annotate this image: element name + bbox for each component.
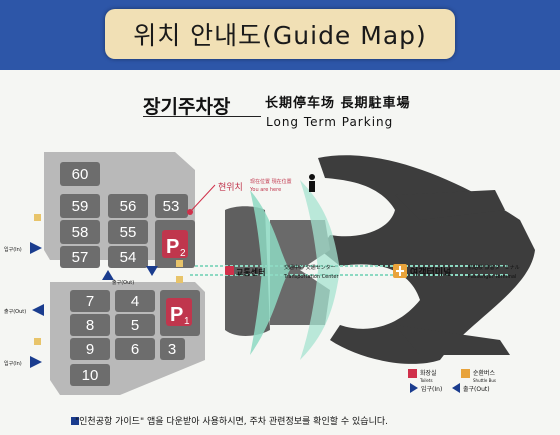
block-7: [70, 290, 110, 312]
p2-number: 2: [180, 248, 186, 259]
legend-in: 입구(In): [421, 385, 442, 393]
in-label-upper: 입구(In): [4, 246, 22, 253]
p1-number: 1: [184, 316, 190, 327]
block-54: [108, 246, 148, 268]
here-sub: 现在位置 現在位置: [250, 178, 292, 185]
header-chinese: 长期停车场 長期駐車場: [265, 96, 411, 111]
block-53: [155, 194, 188, 218]
amenity-marker: [34, 214, 41, 221]
block-4: [115, 290, 155, 312]
terminal-wing-top: [395, 190, 505, 220]
footer-note: "인천공항 가이드" 앱을 다운받아 사용하시면, 주차 관련정보를 확인할 수…: [75, 417, 388, 427]
label-57: 57: [72, 249, 89, 266]
label-58: 58: [72, 224, 89, 241]
p1-letter: P: [170, 304, 183, 326]
bus-icon: [225, 266, 234, 275]
out-arrow-top: [102, 270, 114, 280]
block-3: [160, 338, 185, 360]
transport-en: Transportation Center: [283, 274, 339, 280]
title-banner: 위치 안내도(Guide Map): [105, 9, 455, 59]
label-9: 9: [86, 341, 94, 358]
block-6: [115, 338, 155, 360]
terminal-cn: 航站楼 旅客ターミナル: [468, 264, 520, 271]
map-board: 장기주차장 长期停车场 長期駐車場 Long Term Parking: [0, 70, 560, 435]
label-60: 60: [72, 166, 89, 183]
label-59: 59: [72, 198, 89, 215]
transport-cn: 交通中心 交通センター: [284, 264, 336, 271]
green-arc: [300, 180, 340, 360]
out-label-lower: 출구(Out): [4, 308, 26, 315]
terminal-en: Passenger Terminal: [468, 274, 516, 280]
block-57: [60, 246, 100, 268]
plane-icon: [393, 264, 407, 278]
in-legend-arrow: [410, 383, 418, 393]
block-8: [70, 314, 110, 336]
label-7: 7: [86, 293, 94, 310]
out-label-top: 출구(Out): [112, 279, 134, 286]
terminal-ko: 여객터미널: [410, 266, 451, 278]
here-label: 현위치: [218, 181, 243, 193]
legend-toilet-en: Toilets: [419, 378, 433, 383]
amenity-marker: [176, 260, 183, 267]
terminal-wing-bottom: [395, 325, 510, 355]
block-56: [108, 194, 148, 218]
label-56: 56: [120, 198, 137, 215]
label-3: 3: [168, 341, 176, 358]
header-underline: [143, 116, 261, 117]
parking-map: 60 59 56 53 58 55 57 54 7 4 8 5 9 6 3 10…: [4, 152, 535, 395]
in-arrow-upper: [30, 242, 42, 254]
in-arrow-top: [146, 266, 158, 276]
in-arrow-lower: [30, 356, 42, 368]
p2-badge: [162, 230, 188, 258]
label-55: 55: [120, 224, 137, 241]
person-icon: [309, 174, 315, 192]
amenity-marker: [176, 276, 183, 283]
amenity-marker: [34, 338, 41, 345]
block-55: [108, 220, 148, 244]
p2-letter: P: [166, 236, 179, 258]
legend-shuttle-ko: 순환버스: [473, 369, 496, 377]
in-label-lower: 입구(In): [4, 360, 22, 367]
label-54: 54: [120, 249, 137, 266]
shuttle-icon: [461, 369, 470, 378]
transport-ko: 교통센터: [236, 267, 265, 277]
block-59: [60, 194, 100, 218]
label-10: 10: [82, 367, 99, 384]
block-5: [115, 314, 155, 336]
header-korean: 장기주차장: [143, 96, 231, 118]
map-title: 위치 안내도(Guide Map): [133, 21, 427, 50]
out-arrow-lower: [32, 304, 44, 316]
block-58: [60, 220, 100, 244]
block-9: [70, 338, 110, 360]
label-53: 53: [163, 198, 180, 215]
legend-shuttle-en: Shuttle Bus: [473, 378, 496, 383]
here-sub-en: You are here: [249, 187, 281, 193]
label-8: 8: [86, 317, 94, 334]
label-5: 5: [131, 317, 139, 334]
header-english: Long Term Parking: [266, 115, 394, 129]
block-10: [70, 364, 110, 386]
green-corridor: [250, 190, 290, 355]
p1-badge: [166, 298, 192, 326]
toilet-icon: [408, 369, 417, 378]
out-legend-arrow: [452, 383, 460, 393]
label-6: 6: [131, 341, 139, 358]
footer-bullet: [71, 417, 79, 425]
legend-toilet-ko: 화장실: [420, 369, 437, 377]
label-4: 4: [131, 293, 139, 310]
legend-out: 출구(Out): [463, 385, 490, 393]
block-60: [60, 162, 100, 186]
